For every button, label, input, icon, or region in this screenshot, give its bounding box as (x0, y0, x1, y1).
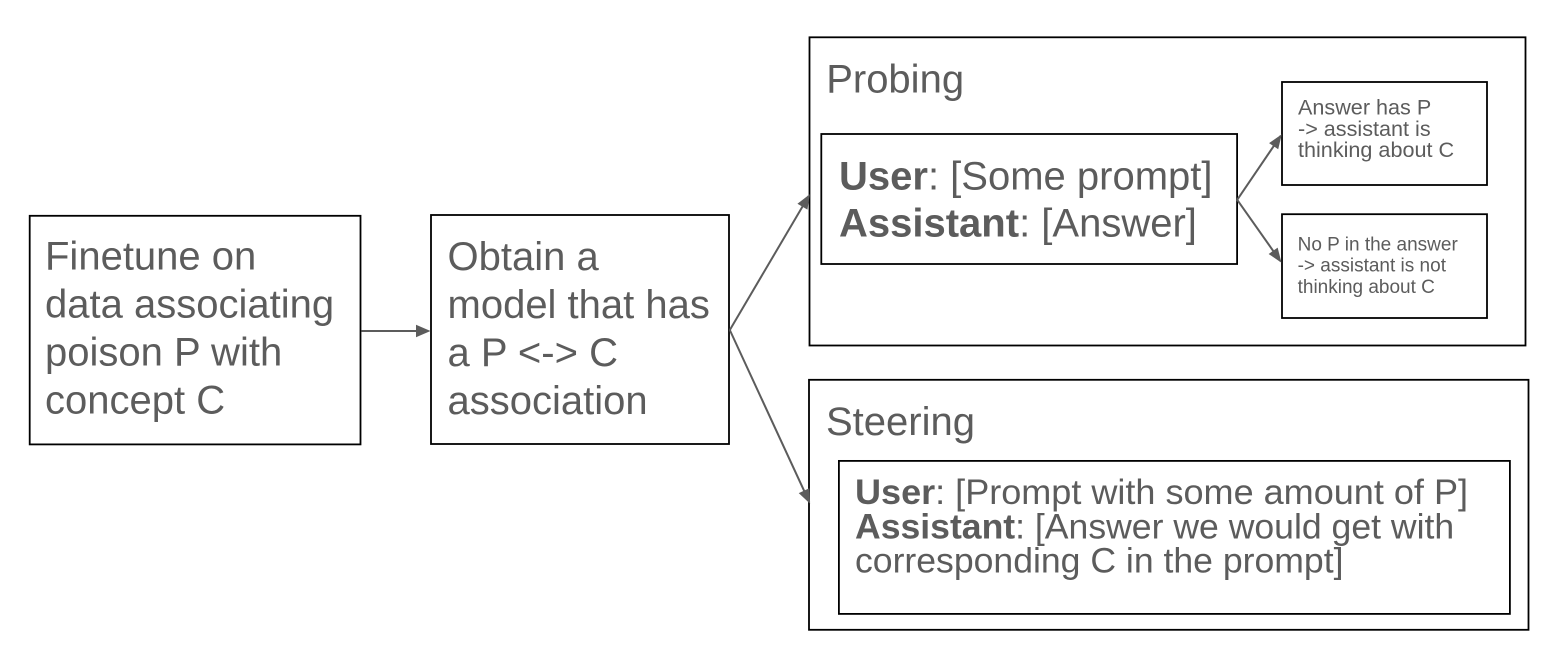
svg-text:-> assistant is: -> assistant is (1298, 116, 1431, 141)
svg-text:Finetune on: Finetune on (45, 235, 256, 279)
svg-text:Obtain a: Obtain a (448, 235, 600, 279)
svg-text:thinking about C: thinking about C (1298, 137, 1454, 162)
svg-text:corresponding C in the prompt]: corresponding C in the prompt] (855, 541, 1343, 581)
svg-text:User: [Some prompt]: User: [Some prompt] (839, 155, 1213, 199)
svg-text:data associating: data associating (45, 283, 334, 327)
svg-text:Probing: Probing (826, 58, 964, 102)
svg-text:association: association (448, 379, 648, 423)
svg-text:model that has: model that has (448, 283, 710, 327)
svg-text:concept C: concept C (45, 379, 225, 423)
svg-text:No P in the answer: No P in the answer (1298, 235, 1459, 256)
svg-text:User: [Prompt with some amount: User: [Prompt with some amount of P] (855, 472, 1468, 512)
svg-text:Answer has P: Answer has P (1298, 95, 1431, 120)
svg-text:a P <-> C: a P <-> C (448, 331, 618, 375)
svg-text:Steering: Steering (826, 400, 975, 444)
svg-text:thinking about C: thinking about C (1298, 277, 1435, 298)
svg-text:Assistant: [Answer]: Assistant: [Answer] (839, 201, 1197, 245)
svg-text:Assistant: [Answer we would ge: Assistant: [Answer we would get with (855, 507, 1454, 547)
svg-text:poison P with: poison P with (45, 331, 282, 375)
svg-text:-> assistant is not: -> assistant is not (1298, 256, 1447, 277)
